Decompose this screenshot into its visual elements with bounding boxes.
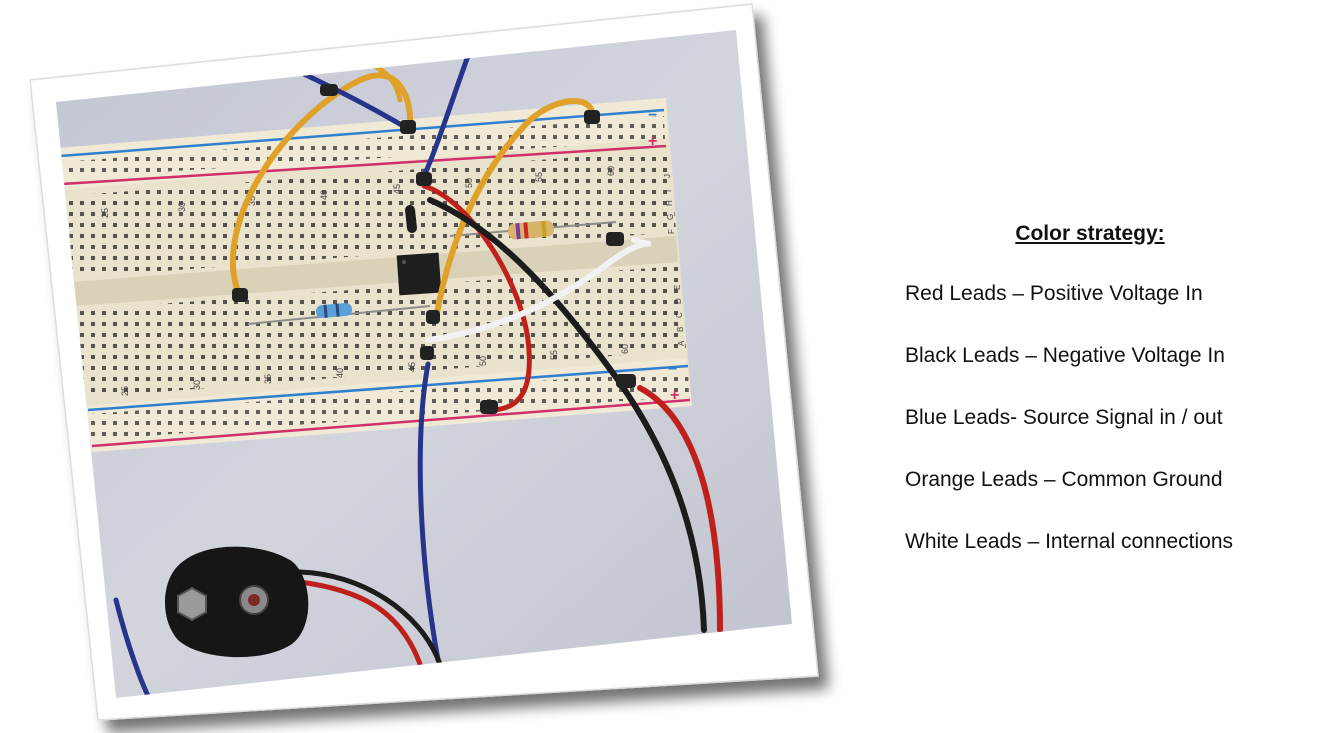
col-number: 25 <box>120 386 130 396</box>
row-letter: A <box>677 340 686 346</box>
col-number: 60 <box>620 344 630 354</box>
col-number: 50 <box>464 178 474 188</box>
col-number: 40 <box>335 368 345 378</box>
rail-plus-top: + <box>648 133 657 150</box>
col-number: 30 <box>192 380 202 390</box>
rail-minus-bottom: − <box>668 361 677 378</box>
legend-item-white: White Leads – Internal connections <box>905 530 1234 553</box>
row-letter: E <box>673 285 682 290</box>
row-letter: D <box>674 298 683 304</box>
col-number: 60 <box>606 166 616 176</box>
red-lead <box>297 579 423 667</box>
breadboard <box>58 98 692 452</box>
row-letter: B <box>676 327 685 332</box>
red-lead <box>421 183 532 413</box>
resistor-left <box>247 302 431 325</box>
orange-lead <box>433 98 596 321</box>
row-letter: H <box>665 200 674 206</box>
row-letter: I <box>664 190 673 192</box>
red-lead <box>637 385 723 633</box>
row-letter: F <box>667 229 676 234</box>
rail-plus-bottom: + <box>670 387 679 404</box>
col-number: 50 <box>478 356 488 366</box>
blue-lead <box>417 361 441 663</box>
blue-lead <box>421 53 471 179</box>
ic-chip <box>396 252 442 296</box>
color-legend: Color strategy: Red Leads – Positive Vol… <box>905 222 1305 590</box>
column-numbers-bottom: 25 30 35 40 45 50 55 60 <box>120 344 630 396</box>
col-number: 55 <box>549 350 559 360</box>
black-lead <box>405 205 417 233</box>
white-lead <box>425 237 652 343</box>
col-number: 35 <box>247 196 257 206</box>
blue-lead <box>113 597 153 698</box>
col-number: 45 <box>392 184 402 194</box>
row-letter: J <box>663 174 672 178</box>
legend-item-black: Black Leads – Negative Voltage In <box>905 344 1225 367</box>
col-number: 45 <box>407 362 417 372</box>
col-number: 40 <box>319 190 329 200</box>
orange-lead <box>229 72 414 299</box>
legend-item-red: Red Leads – Positive Voltage In <box>905 282 1203 305</box>
col-number: 25 <box>100 208 110 218</box>
legend-heading: Color strategy: <box>1015 222 1165 245</box>
col-number: 35 <box>263 374 273 384</box>
row-letters: J I H G F E D C B A <box>663 174 686 346</box>
col-number: 30 <box>177 202 187 212</box>
row-letter: C <box>675 312 684 318</box>
legend-item-orange: Orange Leads – Common Ground <box>905 468 1223 491</box>
battery-snap <box>165 546 309 658</box>
legend-item-blue: Blue Leads- Source Signal in / out <box>905 406 1223 429</box>
column-numbers-top: 25 30 35 40 45 50 55 60 <box>100 166 616 218</box>
rail-markers: − + − + <box>648 107 679 404</box>
col-number: 55 <box>534 172 544 182</box>
row-letter: G <box>666 214 675 220</box>
black-lead <box>297 569 443 667</box>
breadboard-photo: 25 30 35 40 45 50 55 60 25 30 35 40 45 5… <box>29 3 819 721</box>
wire-end-caps <box>232 84 636 414</box>
rail-minus-top: − <box>648 107 657 124</box>
resistor-top <box>449 220 617 240</box>
